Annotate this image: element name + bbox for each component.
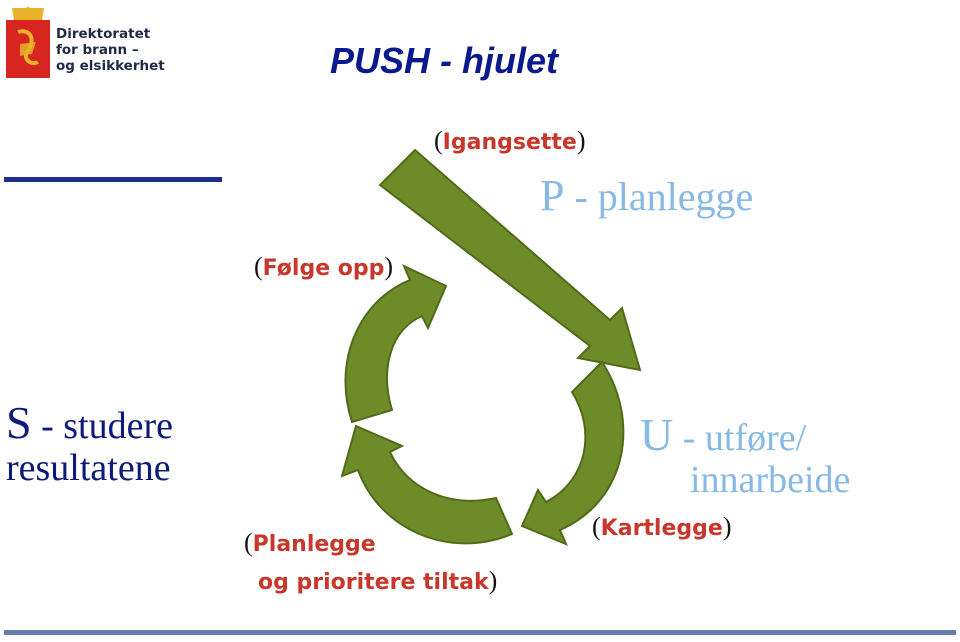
s-letter: S (6, 397, 32, 448)
igangsette-text: Igangsette (442, 130, 577, 155)
s-studere-label: S - studere resultatene (6, 400, 173, 490)
u-letter: U (640, 409, 674, 460)
planlegge-text: Planlegge (252, 532, 376, 557)
logo-line-2: for brann – (56, 42, 139, 58)
planlegge-tiltak-label: (Planlegge og prioritere tiltak) (244, 528, 498, 595)
prioritere-tiltak-text: og prioritere tiltak (258, 570, 489, 595)
page-title: PUSH - hjulet (330, 40, 559, 81)
cycle-arrow-right (520, 360, 625, 546)
coat-of-arms-logo (6, 6, 50, 78)
cycle-arrow-bottom (340, 424, 514, 545)
footer-rule (4, 630, 956, 635)
title-underline-rule (4, 177, 222, 182)
u-utfore-label: U - utføre/ innarbeide (640, 412, 851, 502)
p-letter: P (540, 171, 565, 220)
s-line2: resultatene (6, 447, 171, 489)
p-text: - planlegge (564, 174, 754, 219)
kartlegge-text: Kartlegge (600, 516, 723, 541)
s-text: - studere (31, 405, 173, 447)
folge-opp-label: (Følge opp) (254, 252, 394, 281)
kartlegge-label: (Kartlegge) (592, 512, 732, 541)
organization-name: Direktoratet for brann – og elsikkerhet (56, 26, 165, 74)
push-cycle-wheel (310, 130, 670, 575)
logo-line-3: og elsikkerhet (56, 58, 165, 74)
u-line2: innarbeide (690, 459, 851, 501)
logo-line-1: Direktoratet (56, 26, 151, 42)
p-planlegge-label: P - planlegge (540, 170, 753, 221)
cycle-arrow-left (344, 263, 448, 424)
igangsette-label: (Igangsette) (434, 126, 586, 155)
folge-opp-text: Følge opp (262, 256, 385, 281)
u-text: - utføre/ (673, 417, 807, 459)
igangsette-arrow (378, 148, 642, 372)
